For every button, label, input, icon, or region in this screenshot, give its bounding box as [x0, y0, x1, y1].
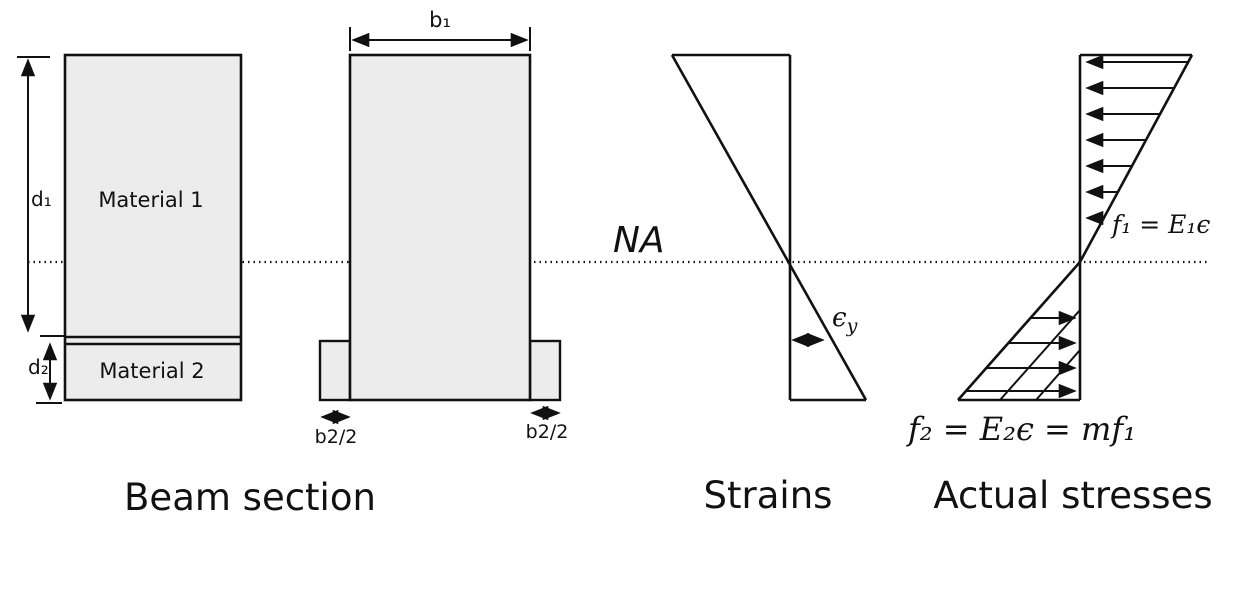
beam-section-caption: Beam section: [124, 476, 376, 519]
material1-label: Material 1: [98, 188, 203, 212]
d2-dimension: d₂: [28, 342, 62, 404]
d1-label: d₁: [31, 187, 52, 211]
epsilon-y-label: ϵy: [832, 303, 858, 337]
b2-left-label: b2/2: [315, 426, 358, 448]
b1-dimension: b₁: [349, 8, 531, 51]
right-flange: [528, 339, 562, 402]
material2-label: Material 2: [99, 359, 204, 383]
stresses-caption: Actual stresses: [933, 474, 1212, 517]
d2-label: d₂: [28, 355, 49, 379]
tension-arrows: [966, 310, 1077, 399]
neutral-axis-label: NA: [613, 220, 665, 261]
stress-bottom-profile: [957, 261, 1081, 401]
f2-equation: f₂ = E₂ϵ = mf₁: [906, 410, 1136, 448]
stress-hatch-diagonal: [999, 309, 1081, 401]
web-outline: [348, 53, 532, 402]
b2-left-dimension: b2/2: [315, 409, 358, 448]
b2-right-dimension: b2/2: [526, 405, 569, 443]
b2-right-label: b2/2: [526, 421, 569, 443]
b1-label: b₁: [429, 8, 451, 32]
beam-outline: [63, 53, 243, 402]
strain-profile-line: [670, 54, 868, 401]
strain-diagram: ϵy: [670, 53, 868, 402]
transformed-section: b₁ b2/2 b2/2: [315, 8, 569, 448]
d1-dimension: d₁: [17, 56, 66, 337]
stress-diagram: f₁ = E₁ϵ f₂ = E₂ϵ = mf₁: [906, 53, 1210, 448]
beam-section: Material 1 Material 2 d₁ d₂: [17, 53, 243, 404]
stress-hatch-diagonal: [1035, 349, 1081, 401]
left-flange: [318, 339, 352, 402]
strains-caption: Strains: [704, 474, 833, 517]
compression-arrows: [1085, 54, 1188, 226]
f1-equation: f₁ = E₁ϵ: [1110, 210, 1210, 239]
stress-top-profile: [1078, 54, 1194, 263]
